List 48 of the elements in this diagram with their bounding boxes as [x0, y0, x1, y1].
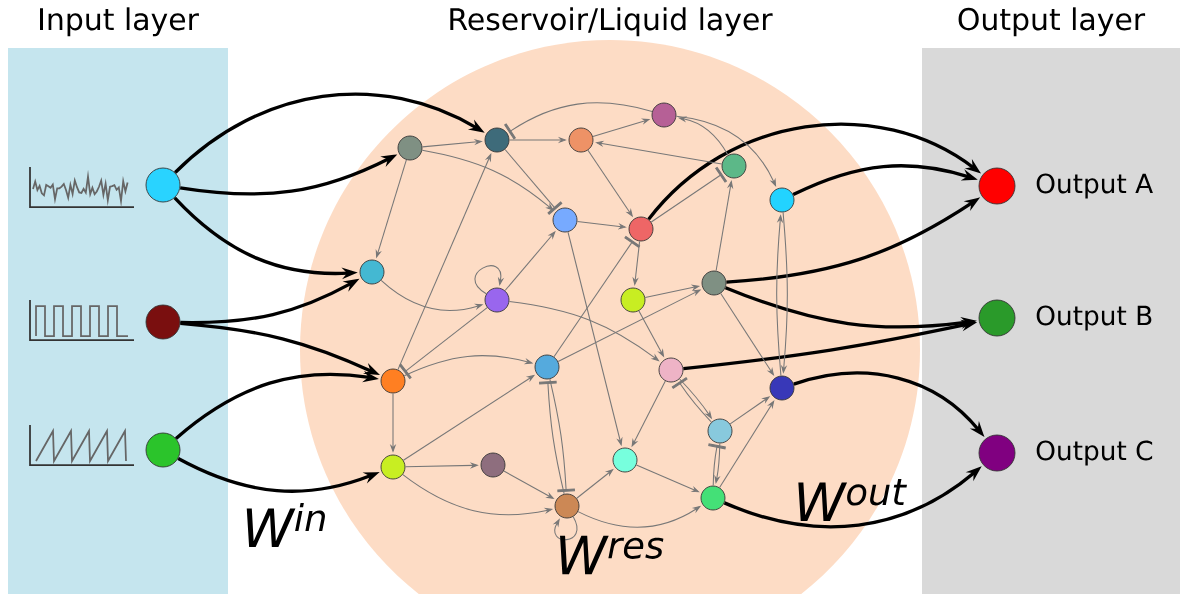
reservoir-neuron — [651, 102, 677, 128]
input-neuron — [145, 432, 181, 468]
output-label: Output C — [1036, 440, 1153, 466]
input-neuron — [145, 304, 181, 340]
output-neuron — [978, 434, 1016, 472]
reservoir-neuron — [534, 354, 560, 380]
node-label: Output layer — [958, 7, 1146, 37]
weight-label: W$^{res}$ — [560, 535, 664, 575]
reservoir-neuron — [721, 153, 747, 179]
output-label: Output B — [1036, 305, 1152, 331]
reservoir-neuron — [397, 135, 423, 161]
weight-label: W$^{out}$ — [798, 479, 907, 521]
reservoir-neuron — [359, 259, 385, 285]
reservoir-neuron — [480, 452, 506, 478]
connection-arrow — [474, 265, 505, 295]
connection-arrow — [397, 153, 492, 371]
output-neuron — [978, 167, 1016, 205]
layer-band: Input layer — [8, 7, 228, 594]
reservoir-neuron — [700, 485, 726, 511]
weight-label: W$^{in}$ — [246, 503, 325, 547]
reservoir-neuron — [568, 127, 594, 153]
connection-arrow — [719, 400, 775, 488]
reservoir-neuron — [380, 454, 406, 480]
reservoir-neuron — [484, 287, 510, 313]
reservoir-neuron — [380, 368, 406, 394]
inhibitory-connection — [504, 148, 563, 215]
connection-arrow — [635, 464, 700, 493]
reservoir-neuron — [484, 127, 510, 153]
inhibitory-connection — [539, 380, 565, 495]
reservoir-neuron — [552, 207, 578, 233]
reservoir-neuron — [769, 187, 795, 213]
reservoir-neuron — [554, 493, 580, 519]
reservoir-neuron — [612, 447, 638, 473]
output-label: Output A — [1036, 173, 1153, 199]
reservoir-neuron — [658, 357, 684, 383]
reservoir-neuron — [701, 270, 727, 296]
connection-arrow — [552, 516, 578, 541]
output-neuron — [978, 299, 1016, 337]
inhibitory-connection — [504, 102, 653, 140]
inhibitory-connection — [708, 443, 726, 487]
node-label: Reservoir/Liquid layer — [450, 7, 773, 37]
reservoir-neuron — [620, 287, 646, 313]
reservoir-neuron — [769, 375, 795, 401]
node-label: Input layer — [40, 7, 199, 37]
reservoir-neuron — [707, 418, 733, 444]
input-neuron — [145, 167, 181, 203]
reservoir-neuron — [628, 216, 654, 242]
inhibitory-connection — [549, 378, 575, 493]
